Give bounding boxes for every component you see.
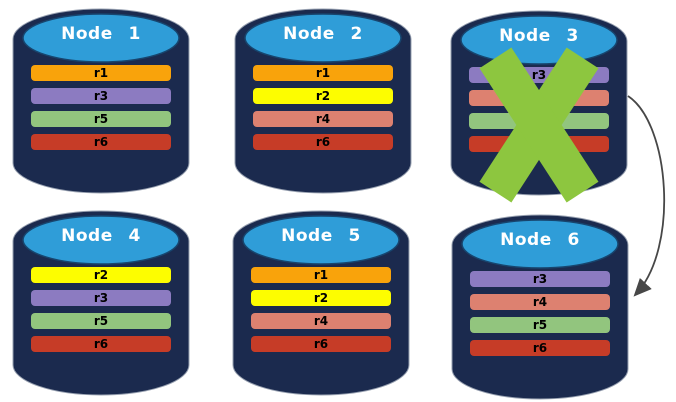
node-label: Node 6 <box>500 230 580 250</box>
replica-bar: r6 <box>470 340 610 356</box>
replica-bar: r5 <box>31 313 171 329</box>
node-6: Node 6 r3 r4 r5 r6 <box>451 214 629 402</box>
node-2: Node 2 r1 r2 r4 r6 <box>234 8 412 196</box>
replica-list: r1 r2 r4 r6 <box>232 267 410 359</box>
node-4: Node 4 r2 r3 r5 r6 <box>12 210 190 398</box>
node-5: Node 5 r1 r2 r4 r6 <box>232 210 410 398</box>
replica-bar: r5 <box>470 317 610 333</box>
node-label: Node 4 <box>61 226 141 246</box>
replica-list: r2 r3 r5 r6 <box>12 267 190 359</box>
replica-bar: r1 <box>31 65 171 81</box>
replica-bar: r4 <box>470 294 610 310</box>
replica-list: r1 r3 r5 r6 <box>12 65 190 157</box>
replica-bar: r6 <box>469 136 609 152</box>
node-label: Node 5 <box>281 226 361 246</box>
replica-list: r1 r2 r4 r6 <box>234 65 412 157</box>
node-label: Node 3 <box>499 26 579 46</box>
replica-bar: r4 <box>253 111 393 127</box>
replica-bar: r3 <box>31 290 171 306</box>
replica-list: r3 r4 r5 r6 <box>451 271 629 363</box>
replica-bar: r6 <box>31 134 171 150</box>
node-label: Node 2 <box>283 24 363 44</box>
replica-bar: r1 <box>251 267 391 283</box>
replica-list: r3 r4 r5 r6 <box>450 67 628 159</box>
replica-bar: r1 <box>253 65 393 81</box>
node-1: Node 1 r1 r3 r5 r6 <box>12 8 190 196</box>
replica-bar: r6 <box>251 336 391 352</box>
replica-bar: r5 <box>469 113 609 129</box>
replica-bar: r6 <box>31 336 171 352</box>
replica-bar: r2 <box>253 88 393 104</box>
replica-bar: r5 <box>31 111 171 127</box>
replica-bar: r3 <box>469 67 609 83</box>
replica-bar: r2 <box>31 267 171 283</box>
replica-bar: r6 <box>253 134 393 150</box>
replica-bar: r2 <box>251 290 391 306</box>
replica-bar: r3 <box>470 271 610 287</box>
replica-bar: r4 <box>251 313 391 329</box>
node-3: Node 3 r3 r4 r5 r6 <box>450 10 628 203</box>
replica-bar: r4 <box>469 90 609 106</box>
node-label: Node 1 <box>61 24 141 44</box>
replica-bar: r3 <box>31 88 171 104</box>
